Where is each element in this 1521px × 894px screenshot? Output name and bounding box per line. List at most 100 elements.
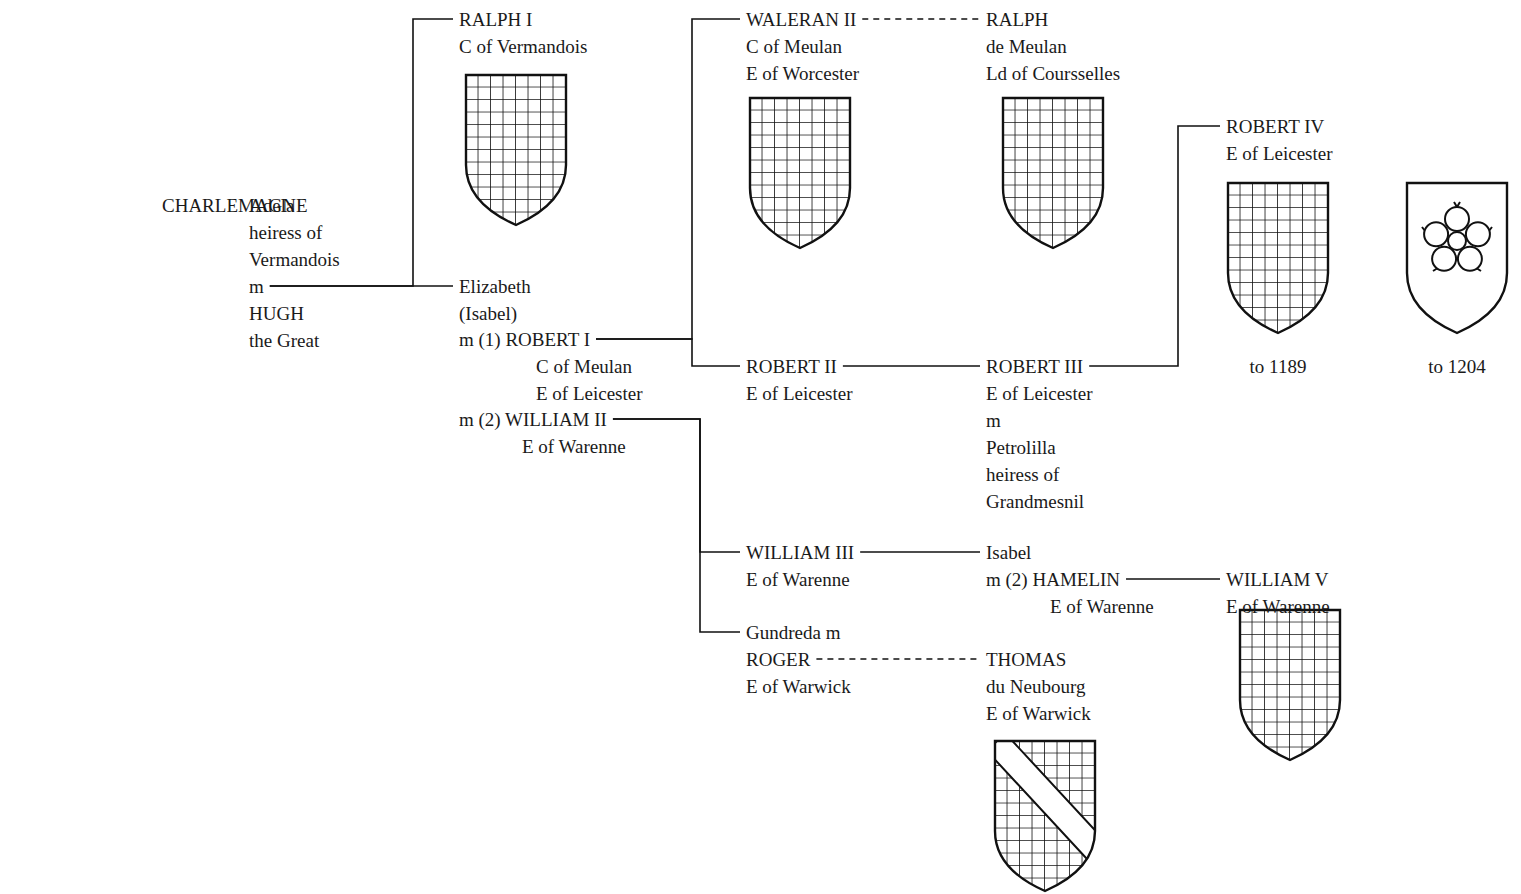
line-text: m (2) HAMELIN: [986, 569, 1120, 590]
line-text: Elizabeth: [459, 276, 531, 297]
line-text: Vermandois: [249, 249, 340, 270]
line-text: m (2) WILLIAM II: [459, 409, 607, 430]
line-text: Petrolilla: [986, 437, 1056, 458]
text-line: the Great: [249, 327, 340, 354]
line-text: de Meulan: [986, 36, 1067, 57]
text-line: C of Meulan: [746, 33, 859, 60]
text-line: m: [986, 407, 1093, 434]
line-text: RALPH: [986, 9, 1048, 30]
line-text: WILLIAM III: [746, 542, 854, 563]
descent-line: [270, 19, 453, 286]
text-line: E of Warwick: [986, 700, 1091, 727]
checky-shield: [1228, 183, 1328, 333]
line-text: E of Warwick: [986, 703, 1091, 724]
descent-line: [843, 365, 980, 367]
text-line: E of Warenne: [746, 566, 854, 593]
line-text: Adela: [249, 195, 294, 216]
line-text: E of Warenne: [1050, 596, 1154, 617]
person-entry: Adela heiress of Vermandois m HUGH the G…: [249, 192, 340, 354]
person-text: Isabel m (2) HAMELIN E of Warenne: [986, 539, 1154, 620]
person-text: Gundreda m ROGER E of Warwick: [746, 619, 851, 700]
text-line: m: [249, 273, 340, 300]
text-line: E of Worcester: [746, 60, 859, 87]
text-line: heiress of: [249, 219, 340, 246]
line-text: ROBERT IV: [1226, 116, 1324, 137]
text-line: E of Leicester: [459, 380, 643, 407]
text-line: RALPH I: [459, 6, 587, 33]
dashed-descent-line: [862, 18, 980, 20]
text-line: ROBERT III: [986, 353, 1093, 380]
date-label: to 1189: [1250, 353, 1307, 380]
person-entry: m (2) WILLIAM II E of Warenne: [459, 406, 626, 460]
person-text: m (1) ROBERT I C of Meulan E of Leiceste…: [459, 326, 643, 407]
text-line: m (2) WILLIAM II: [459, 406, 626, 433]
checky-shield: [1003, 98, 1103, 248]
line-text: RALPH I: [459, 9, 532, 30]
line-text: HUGH: [249, 303, 304, 324]
text-line: WALERAN II: [746, 6, 859, 33]
text-line: C of Meulan: [459, 353, 643, 380]
person-entry: ROBERT II E of Leicester: [746, 353, 853, 407]
line-text: Ld of Coursselles: [986, 63, 1120, 84]
text-line: E of Leicester: [1226, 140, 1333, 167]
text-line: heiress of: [986, 461, 1093, 488]
person-entry: m (1) ROBERT I C of Meulan E of Leiceste…: [459, 326, 643, 407]
line-text: (Isabel): [459, 303, 517, 324]
person-entry: Elizabeth (Isabel): [459, 273, 531, 327]
text-line: Vermandois: [249, 246, 340, 273]
line-text: E of Leicester: [986, 383, 1093, 404]
person-text: RALPH de Meulan Ld of Coursselles: [986, 6, 1120, 87]
text-line: E of Leicester: [746, 380, 853, 407]
person-text: Elizabeth (Isabel): [459, 273, 531, 327]
line-text: E of Warenne: [746, 569, 850, 590]
person-entry: Isabel m (2) HAMELIN E of Warenne: [986, 539, 1154, 620]
person-text: THOMAS du Neubourg E of Warwick: [986, 646, 1091, 727]
person-text: m (2) WILLIAM II E of Warenne: [459, 406, 626, 460]
line-text: E of Leicester: [1226, 143, 1333, 164]
person-text: WALERAN II C of Meulan E of Worcester: [746, 6, 859, 87]
line-text: E of Worcester: [746, 63, 859, 84]
person-entry: THOMAS du Neubourg E of Warwick: [986, 646, 1091, 727]
text-line: Isabel: [986, 539, 1154, 566]
line-text: THOMAS: [986, 649, 1066, 670]
person-entry: WILLIAM III E of Warenne: [746, 539, 854, 593]
person-entry: RALPH de Meulan Ld of Coursselles: [986, 6, 1120, 87]
person-entry: RALPH I C of Vermandois: [459, 6, 587, 60]
text-line: WILLIAM V: [1226, 566, 1330, 593]
line-text: ROBERT III: [986, 356, 1083, 377]
text-line: Grandmesnil: [986, 488, 1093, 515]
person-text: WILLIAM III E of Warenne: [746, 539, 854, 593]
line-text: E of Warwick: [746, 676, 851, 697]
line-text: heiress of: [986, 464, 1059, 485]
text-line: RALPH: [986, 6, 1120, 33]
date-label: to 1204: [1428, 353, 1486, 380]
line-text: heiress of: [249, 222, 322, 243]
text-line: E of Leicester: [986, 380, 1093, 407]
descent-line: [613, 419, 740, 632]
line-text: E of Warenne: [522, 436, 626, 457]
text-line: ROBERT II: [746, 353, 853, 380]
person-entry: WALERAN II C of Meulan E of Worcester: [746, 6, 859, 87]
text-line: Gundreda m: [746, 619, 851, 646]
person-text: ROBERT IV E of Leicester: [1226, 113, 1333, 167]
person-text: WILLIAM V E of Warenne: [1226, 566, 1330, 620]
person-text: ROBERT III E of Leicester m Petrolilla h…: [986, 353, 1093, 515]
dashed-descent-line: [816, 658, 980, 660]
descent-line: [613, 419, 740, 552]
text-line: C of Vermandois: [459, 33, 587, 60]
line-text: ROGER: [746, 649, 810, 670]
text-line: du Neubourg: [986, 673, 1091, 700]
text-line: Adela: [249, 192, 340, 219]
text-line: de Meulan: [986, 33, 1120, 60]
text-line: E of Warenne: [1226, 593, 1330, 620]
line-text: ROBERT II: [746, 356, 837, 377]
person-text: Adela heiress of Vermandois m HUGH the G…: [249, 192, 340, 354]
line-text: E of Leicester: [746, 383, 853, 404]
text-line: m (1) ROBERT I: [459, 326, 643, 353]
person-entry: Gundreda m ROGER E of Warwick: [746, 619, 851, 700]
text-line: ROBERT IV: [1226, 113, 1333, 140]
line-text: m (1) ROBERT I: [459, 329, 590, 350]
descent-line: [596, 19, 740, 339]
line-text: the Great: [249, 330, 319, 351]
text-line: E of Warwick: [746, 673, 851, 700]
